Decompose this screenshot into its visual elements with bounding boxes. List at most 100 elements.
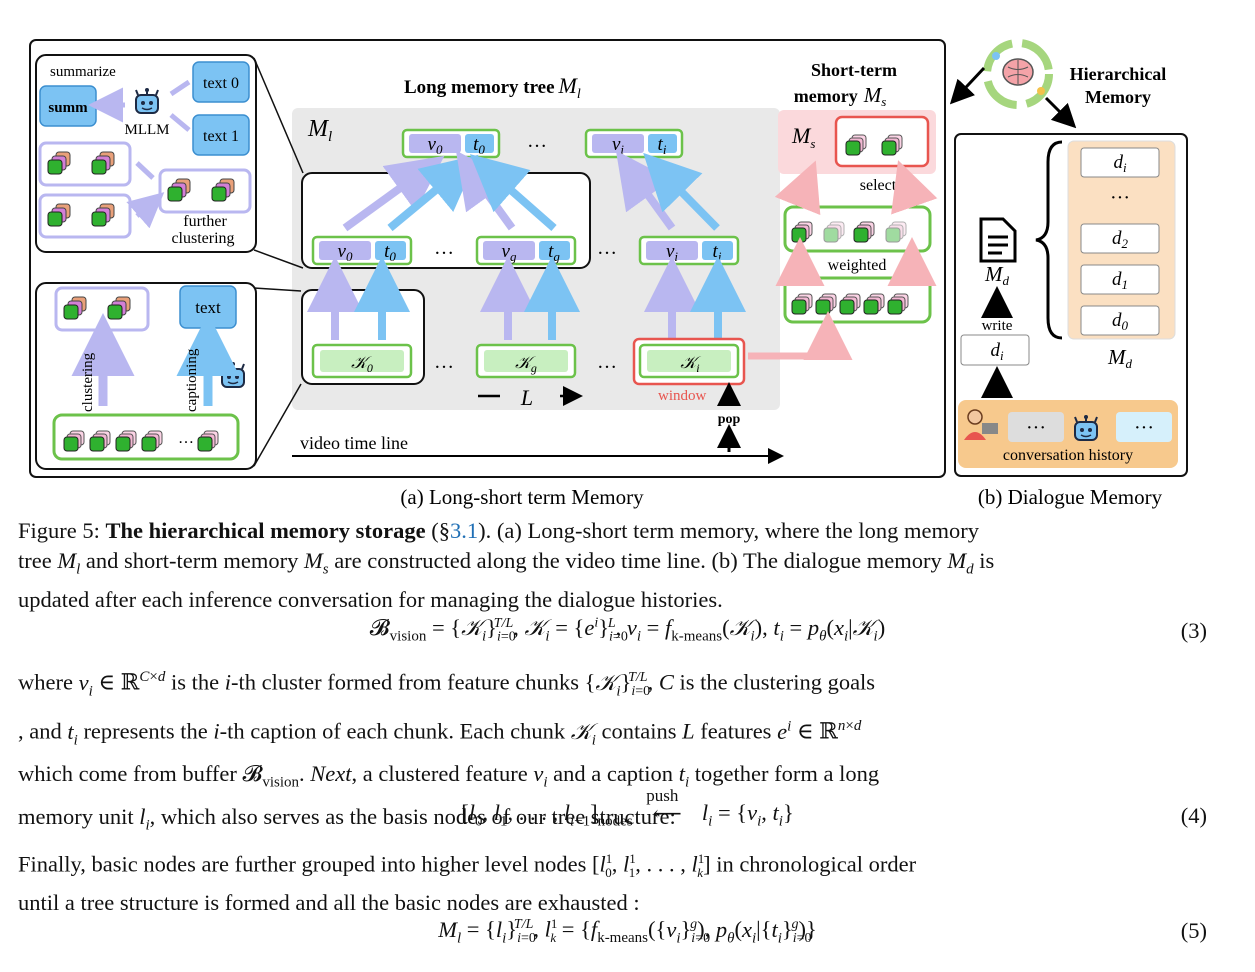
body2-line-1: Finally, basic nodes are further grouped… — [18, 851, 917, 880]
user-icon — [964, 409, 998, 440]
further-arrows — [137, 161, 153, 216]
logo-arrow-right — [1044, 96, 1077, 129]
document-icon — [979, 217, 1017, 263]
text0-box — [192, 61, 250, 103]
panel-b-frame — [954, 133, 1188, 477]
zoom-line-1 — [253, 57, 304, 174]
weighted-label: weighted — [828, 257, 887, 274]
body1-line-4: memory unit li, which also serves as the… — [18, 803, 676, 834]
l-label: L — [520, 385, 533, 410]
top-ti: ti — [658, 134, 667, 157]
body-paragraph-1: where vi ∈ ℝC×d is the i-th cluster form… — [18, 660, 1208, 842]
equation-3-number: (3) — [1180, 618, 1207, 643]
top-vi: vi — [612, 134, 624, 157]
zoom-line-3 — [253, 287, 302, 292]
text1-label: text 1 — [203, 128, 239, 145]
equation-4-number: (4) — [1180, 803, 1207, 828]
summarize-arrows — [103, 82, 191, 132]
md-dots: ··· — [1110, 187, 1130, 209]
caption-bold: The hierarchical memory storage — [105, 518, 426, 543]
top-ellipsis: … — [527, 130, 547, 152]
body-paragraph-2: Finally, basic nodes are further grouped… — [18, 842, 1208, 920]
new-di-label: di — [990, 340, 1004, 363]
mid-ellipsis-2: … — [597, 237, 617, 259]
write-label: write — [982, 318, 1013, 334]
summ-label: summ — [48, 100, 88, 116]
select-label: select — [860, 177, 897, 194]
hierarchical-title-2: Memory — [1085, 87, 1151, 107]
caption-line-2: tree Ml and short-term memory Ms are con… — [18, 548, 995, 578]
md-d2-label: d2 — [1112, 228, 1129, 251]
short-term-arrows — [748, 160, 938, 360]
caption-prefix: Figure 5: — [18, 518, 106, 543]
pop-label: pop — [718, 412, 741, 427]
tree-arrows-lower — [307, 256, 746, 340]
md-d0-label: d0 — [1112, 310, 1129, 333]
equation-3: 𝓑vision = {𝒦i}i=0T/L, 𝒦i = {ei}i=0L, vi … — [369, 615, 886, 645]
k0-label: 𝒦0 — [351, 353, 373, 375]
tree-arrows-upper — [342, 150, 720, 232]
video-time-line-label: video time line — [300, 433, 408, 453]
md-stack-label: Md — [1107, 345, 1133, 371]
assistant-message-box — [1116, 412, 1172, 442]
push-label: push — [646, 786, 679, 805]
md-d1 — [1080, 264, 1160, 295]
frames-ellipsis: … — [178, 430, 194, 447]
zoom-line-2 — [253, 249, 304, 269]
caption-rest-1: ). (a) Long-short term memory, where the… — [478, 518, 980, 543]
hierarchical-memory-logo — [983, 39, 1053, 109]
caption-line-3: updated after each inference conversatio… — [18, 586, 723, 612]
k-ellipsis-1: … — [434, 351, 454, 373]
top-t0: t0 — [473, 134, 485, 157]
md-di-label: di — [1113, 152, 1127, 175]
hierarchical-title-1: Hierarchical — [1070, 64, 1167, 84]
equation-5: Ml = {li}i=0T/L, l1k = {fk-means({vi}i=0… — [438, 916, 817, 946]
ki-label: 𝒦i — [680, 353, 701, 375]
mllm-label: MLLM — [125, 122, 170, 138]
captioning-vertical-label: captioning — [184, 348, 200, 412]
zoom-line-4 — [253, 383, 302, 467]
further-clustering-label: clustering — [171, 230, 234, 247]
equation-5-number: (5) — [1180, 918, 1207, 943]
text1-box — [192, 114, 250, 156]
ml-gray-label: Ml — [307, 116, 332, 145]
equation-4: [l0, l1, . . . , li−1]nodes push ⟵ li = … — [461, 786, 794, 830]
text-box-label: text — [195, 298, 221, 317]
text0-label: text 0 — [203, 75, 239, 92]
panel-b-caption: (b) Dialogue Memory — [978, 485, 1163, 509]
md-d1-label: d1 — [1112, 269, 1128, 292]
md-doc-label: Md — [984, 262, 1010, 288]
user-message-dots: ··· — [1026, 417, 1046, 439]
summarize-label: summarize — [50, 64, 116, 80]
clustering-vertical-label: clustering — [80, 352, 96, 412]
assistant-message-dots: ··· — [1134, 417, 1154, 439]
body1-line-2: , and ti represents the i-th caption of … — [18, 718, 862, 748]
kg-label: 𝒦g — [515, 353, 537, 375]
ms-label: Ms — [791, 123, 815, 151]
body1-line-3: which come from buffer 𝓑vision. Next, a … — [18, 761, 880, 791]
caption-ref-open: (§ — [425, 518, 450, 543]
caption-line-1: Figure 5: The hierarchical memory storag… — [18, 514, 1208, 548]
figure-caption: Figure 5: The hierarchical memory storag… — [18, 514, 1208, 617]
body2-line-2: until a tree structure is formed and all… — [18, 890, 640, 915]
conversation-history-label: conversation history — [1003, 447, 1133, 464]
short-term-title-1: Short-term — [811, 60, 897, 80]
md-di — [1080, 147, 1160, 178]
mid-ellipsis-1: … — [434, 237, 454, 259]
logo-arrow-left — [949, 66, 986, 105]
top-v0: v0 — [428, 134, 443, 157]
k-ellipsis-2: … — [597, 351, 617, 373]
user-message-box — [1008, 412, 1064, 442]
md-d0 — [1080, 305, 1160, 336]
new-di-box — [960, 334, 1030, 366]
panel-a-frame — [29, 39, 946, 478]
panel-a-caption: (a) Long-short term Memory — [400, 485, 644, 509]
body1-line-1: where vi ∈ ℝC×d is the i-th cluster form… — [18, 669, 876, 699]
window-label: window — [658, 388, 707, 404]
md-d2 — [1080, 223, 1160, 254]
section-ref-link[interactable]: 3.1 — [450, 518, 479, 543]
further-label: further — [183, 213, 227, 230]
